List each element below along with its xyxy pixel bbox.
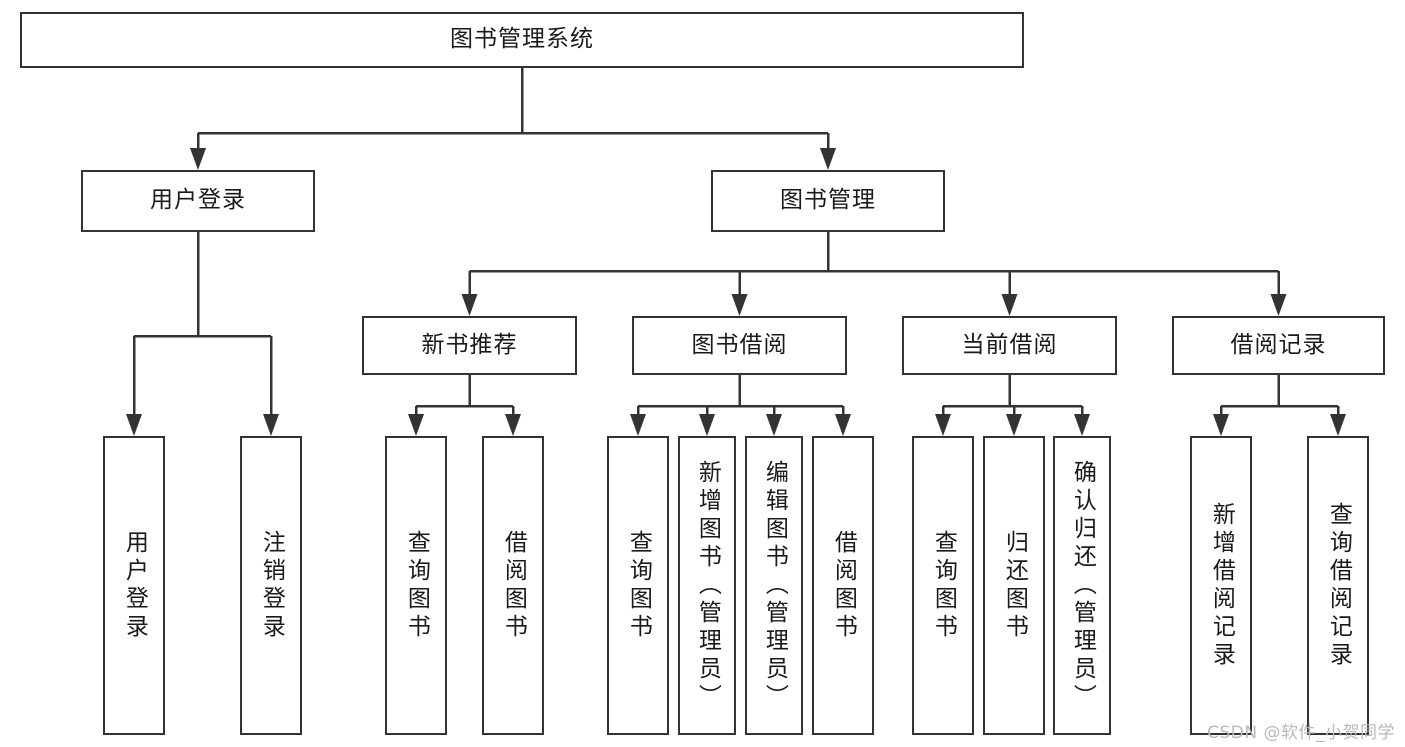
node-leaf10[interactable]: 归还图书 [983, 436, 1045, 735]
node-l1a[interactable]: 用户登录 [81, 170, 315, 232]
node-label: 图书借阅 [691, 331, 788, 358]
node-leaf11[interactable]: 确认归还（管理员） [1053, 436, 1111, 735]
node-leaf4[interactable]: 借阅图书 [482, 436, 544, 735]
node-leaf3[interactable]: 查询图书 [385, 436, 447, 735]
node-leaf9[interactable]: 查询图书 [912, 436, 974, 735]
node-leaf1[interactable]: 用户登录 [103, 436, 165, 735]
node-label: 用户登录 [150, 187, 246, 214]
node-l2b[interactable]: 图书借阅 [632, 316, 847, 375]
node-label: 归还图书 [1001, 529, 1028, 642]
node-leaf5[interactable]: 查询图书 [607, 436, 669, 735]
node-label: 查询图书 [625, 529, 652, 642]
node-label: 当前借阅 [961, 331, 1058, 358]
watermark-text: CSDN @软件_小贺同学 [1207, 723, 1395, 743]
node-label: 查询图书 [930, 529, 957, 642]
node-label: 新书推荐 [421, 331, 518, 358]
node-l2a[interactable]: 新书推荐 [362, 316, 577, 375]
node-leaf2[interactable]: 注销登录 [240, 436, 302, 735]
node-label: 图书管理 [780, 187, 876, 214]
node-label: 借阅图书 [500, 529, 527, 642]
node-leaf8[interactable]: 借阅图书 [812, 436, 874, 735]
node-label: 查询图书 [403, 529, 430, 642]
node-label: 新增借阅记录 [1208, 501, 1235, 670]
node-label: 图书管理系统 [450, 26, 594, 53]
node-label: 用户登录 [121, 529, 148, 642]
node-label: 新增图书（管理员） [694, 459, 721, 712]
node-root[interactable]: 图书管理系统 [20, 12, 1024, 68]
node-label: 查询借阅记录 [1325, 501, 1352, 670]
node-leaf12[interactable]: 新增借阅记录 [1190, 436, 1252, 735]
node-leaf7[interactable]: 编辑图书（管理员） [745, 436, 803, 735]
node-l2c[interactable]: 当前借阅 [902, 316, 1117, 375]
node-label: 借阅记录 [1230, 331, 1327, 358]
node-l1b[interactable]: 图书管理 [711, 170, 945, 232]
node-label: 借阅图书 [830, 529, 857, 642]
node-label: 注销登录 [258, 529, 285, 642]
node-label: 编辑图书（管理员） [761, 459, 788, 712]
node-label: 确认归还（管理员） [1069, 459, 1096, 712]
node-leaf6[interactable]: 新增图书（管理员） [678, 436, 736, 735]
node-l2d[interactable]: 借阅记录 [1172, 316, 1385, 375]
node-leaf13[interactable]: 查询借阅记录 [1307, 436, 1369, 735]
